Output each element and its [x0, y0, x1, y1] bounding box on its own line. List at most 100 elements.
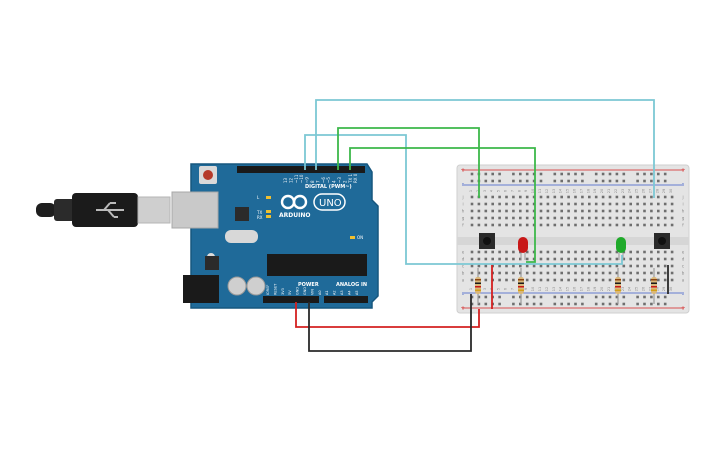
- hole[interactable]: [512, 195, 515, 199]
- hole[interactable]: [629, 209, 632, 213]
- hole[interactable]: [484, 278, 488, 282]
- rail-hole[interactable]: [574, 172, 577, 176]
- rail-hole[interactable]: [498, 179, 501, 183]
- hole[interactable]: [629, 223, 632, 227]
- rail-hole[interactable]: [622, 172, 626, 176]
- hole[interactable]: [670, 195, 674, 199]
- hole[interactable]: [615, 216, 619, 220]
- hole[interactable]: [650, 271, 653, 275]
- hole[interactable]: [663, 195, 667, 199]
- hole[interactable]: [567, 216, 570, 220]
- rail-hole[interactable]: [574, 302, 577, 306]
- hole[interactable]: [670, 250, 674, 254]
- rail-hole[interactable]: [574, 295, 577, 299]
- hole[interactable]: [643, 271, 646, 275]
- rail-hole[interactable]: [553, 295, 557, 299]
- hole[interactable]: [546, 264, 550, 268]
- hole[interactable]: [636, 209, 639, 213]
- hole[interactable]: [498, 195, 501, 199]
- rail-hole[interactable]: [519, 295, 522, 299]
- rail-hole[interactable]: [636, 295, 639, 299]
- hole[interactable]: [615, 195, 619, 199]
- hole[interactable]: [525, 195, 529, 199]
- rail-hole[interactable]: [470, 172, 474, 176]
- rail-hole[interactable]: [636, 302, 639, 306]
- hole[interactable]: [581, 223, 584, 227]
- hole[interactable]: [567, 250, 570, 254]
- hole[interactable]: [574, 223, 577, 227]
- hole[interactable]: [519, 264, 522, 268]
- analog-header[interactable]: [324, 296, 368, 303]
- hole[interactable]: [615, 202, 619, 206]
- hole[interactable]: [525, 216, 529, 220]
- hole[interactable]: [622, 223, 626, 227]
- hole[interactable]: [663, 209, 667, 213]
- hole[interactable]: [636, 278, 639, 282]
- hole[interactable]: [588, 202, 591, 206]
- hole[interactable]: [560, 278, 563, 282]
- hole[interactable]: [519, 209, 522, 213]
- hole[interactable]: [498, 271, 501, 275]
- rail-hole[interactable]: [532, 295, 536, 299]
- hole[interactable]: [629, 195, 632, 199]
- rail-hole[interactable]: [491, 172, 494, 176]
- hole[interactable]: [670, 278, 674, 282]
- rail-hole[interactable]: [650, 295, 653, 299]
- hole[interactable]: [657, 209, 660, 213]
- rail-hole[interactable]: [594, 295, 598, 299]
- rail-hole[interactable]: [601, 295, 605, 299]
- hole[interactable]: [470, 216, 474, 220]
- hole[interactable]: [491, 209, 494, 213]
- rail-hole[interactable]: [539, 302, 543, 306]
- hole[interactable]: [539, 223, 543, 227]
- rail-hole[interactable]: [560, 179, 563, 183]
- hole[interactable]: [512, 202, 515, 206]
- hole[interactable]: [539, 264, 543, 268]
- hole[interactable]: [498, 257, 501, 261]
- rail-hole[interactable]: [608, 302, 612, 306]
- hole[interactable]: [470, 223, 474, 227]
- wire-green-2[interactable]: [349, 147, 536, 263]
- hole[interactable]: [650, 257, 653, 261]
- hole[interactable]: [636, 216, 639, 220]
- hole[interactable]: [470, 271, 474, 275]
- hole[interactable]: [594, 202, 598, 206]
- rail-hole[interactable]: [657, 179, 660, 183]
- hole[interactable]: [525, 257, 529, 261]
- rail-hole[interactable]: [512, 302, 515, 306]
- hole[interactable]: [519, 223, 522, 227]
- hole[interactable]: [546, 257, 550, 261]
- hole[interactable]: [608, 264, 612, 268]
- hole[interactable]: [643, 202, 646, 206]
- rail-hole[interactable]: [601, 302, 605, 306]
- hole[interactable]: [560, 264, 563, 268]
- rail-hole[interactable]: [574, 179, 577, 183]
- hole[interactable]: [470, 264, 474, 268]
- hole[interactable]: [650, 223, 653, 227]
- hole[interactable]: [629, 257, 632, 261]
- hole[interactable]: [601, 223, 605, 227]
- hole[interactable]: [636, 257, 639, 261]
- hole[interactable]: [512, 223, 515, 227]
- hole[interactable]: [650, 195, 653, 199]
- rail-hole[interactable]: [636, 172, 639, 176]
- hole[interactable]: [553, 223, 557, 227]
- hole[interactable]: [650, 250, 653, 254]
- hole[interactable]: [525, 202, 529, 206]
- hole[interactable]: [581, 202, 584, 206]
- resistor[interactable]: [518, 268, 524, 304]
- rail-hole[interactable]: [567, 172, 570, 176]
- hole[interactable]: [588, 223, 591, 227]
- rail-hole[interactable]: [519, 302, 522, 306]
- usb-cable[interactable]: [36, 193, 171, 227]
- hole[interactable]: [657, 264, 660, 268]
- hole[interactable]: [588, 278, 591, 282]
- hole[interactable]: [519, 257, 522, 261]
- hole[interactable]: [519, 216, 522, 220]
- hole[interactable]: [539, 250, 543, 254]
- hole[interactable]: [601, 271, 605, 275]
- rail-hole[interactable]: [525, 302, 529, 306]
- hole[interactable]: [622, 202, 626, 206]
- hole[interactable]: [567, 264, 570, 268]
- hole[interactable]: [629, 271, 632, 275]
